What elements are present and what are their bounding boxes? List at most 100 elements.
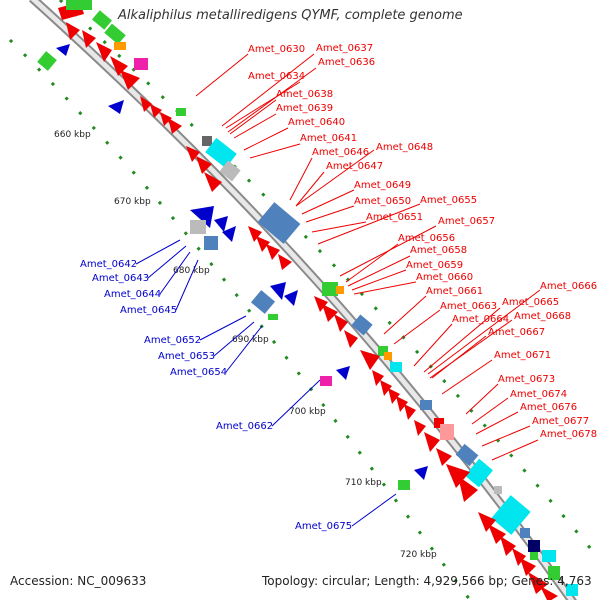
tick-label-680: 680 kbp xyxy=(173,266,210,276)
gene-label-amet-0636: Amet_0636 xyxy=(318,57,375,68)
leader-line xyxy=(147,245,187,279)
gene-label-amet-0659: Amet_0659 xyxy=(406,260,463,271)
leader-line xyxy=(225,81,301,129)
leader-line xyxy=(243,127,289,151)
gene-label-amet-0638: Amet_0638 xyxy=(276,89,333,100)
leader-line xyxy=(175,259,199,311)
gene-arrow xyxy=(110,56,128,76)
leader-line xyxy=(351,493,397,527)
gene-block xyxy=(548,566,560,580)
leader-line xyxy=(351,269,407,291)
gene-arrow xyxy=(56,44,70,56)
gene-block xyxy=(219,160,241,182)
gene-arrow xyxy=(478,512,496,532)
gene-arrow xyxy=(436,448,452,466)
tick-label-720: 720 kbp xyxy=(400,550,437,560)
gene-arrow xyxy=(82,30,96,48)
gene-arrow xyxy=(500,536,516,556)
leader-line xyxy=(345,243,399,283)
gene-arrow xyxy=(414,420,426,436)
gene-arrow xyxy=(424,432,440,452)
gene-label-amet-0646: Amet_0646 xyxy=(312,147,369,158)
gene-label-amet-0648: Amet_0648 xyxy=(376,142,433,153)
gene-block xyxy=(204,236,218,250)
gene-block xyxy=(176,108,186,116)
gene-label-amet-0654: Amet_0654 xyxy=(170,367,227,378)
backbone-inner xyxy=(30,0,575,600)
forward-genes xyxy=(58,0,578,600)
gene-block xyxy=(440,424,454,440)
gene-arrow xyxy=(520,558,536,576)
gene-block xyxy=(322,282,338,296)
leader-line xyxy=(311,221,367,233)
leader-line xyxy=(227,67,317,133)
gene-arrow xyxy=(360,350,380,370)
gene-arrow xyxy=(314,296,328,312)
leader-line xyxy=(225,325,263,373)
gene-arrow xyxy=(256,236,270,252)
gene-arrow xyxy=(120,70,140,90)
gene-arrow xyxy=(278,254,292,270)
topology-text: Topology: circular; Length: 4,929,566 bp… xyxy=(262,574,592,588)
gene-label-amet-0651: Amet_0651 xyxy=(366,212,423,223)
gene-block xyxy=(528,540,540,552)
leader-line xyxy=(221,53,315,127)
gene-arrow xyxy=(108,100,124,114)
gene-block xyxy=(494,486,502,494)
outer-guide xyxy=(58,0,600,561)
gene-label-amet-0662: Amet_0662 xyxy=(216,421,273,432)
reverse-labels: Amet_0642 Amet_0643 Amet_0644 Amet_0645 … xyxy=(80,259,352,532)
gene-label-amet-0652: Amet_0652 xyxy=(144,335,201,346)
gene-block xyxy=(434,418,444,428)
gene-label-amet-0675: Amet_0675 xyxy=(295,521,352,532)
gene-arrow xyxy=(66,22,80,40)
leader-line xyxy=(423,307,501,373)
gene-arrow xyxy=(336,366,350,380)
tick-label-700: 700 kbp xyxy=(289,407,326,417)
backbone xyxy=(28,0,577,600)
gene-arrow xyxy=(388,388,400,404)
map-title: Alkaliphilus metalliredigens QYMF, compl… xyxy=(118,8,463,23)
gene-arrow xyxy=(404,404,416,420)
leader-line xyxy=(491,439,539,461)
gene-label-amet-0655: Amet_0655 xyxy=(420,195,477,206)
gene-arrow xyxy=(284,290,298,306)
gene-label-amet-0640: Amet_0640 xyxy=(288,117,345,128)
leader-line xyxy=(199,315,247,341)
gene-arrow xyxy=(150,104,162,118)
gene-block xyxy=(398,480,410,490)
gene-block xyxy=(530,552,538,560)
gene-arrow xyxy=(248,226,262,242)
leader-line xyxy=(135,239,181,265)
gene-label-amet-0671: Amet_0671 xyxy=(494,350,551,361)
gene-label-amet-0667: Amet_0667 xyxy=(488,327,545,338)
gene-label-amet-0641: Amet_0641 xyxy=(300,133,357,144)
leader-line xyxy=(441,359,493,395)
gene-block xyxy=(455,443,479,467)
gene-label-amet-0634: Amet_0634 xyxy=(248,71,305,82)
gene-label-amet-0645: Amet_0645 xyxy=(120,305,177,316)
gene-label-amet-0663: Amet_0663 xyxy=(440,301,497,312)
leader-line xyxy=(465,383,499,415)
leader-line xyxy=(301,189,355,215)
leader-line xyxy=(383,295,427,335)
gene-label-amet-0653: Amet_0653 xyxy=(158,351,215,362)
gene-arrow xyxy=(540,586,558,600)
gene-label-amet-0639: Amet_0639 xyxy=(276,103,333,114)
leader-line xyxy=(195,53,249,97)
gene-label-amet-0664: Amet_0664 xyxy=(452,314,509,325)
leader-line xyxy=(347,255,411,287)
gene-arrow xyxy=(196,156,212,174)
leader-line xyxy=(305,205,355,223)
gene-block xyxy=(202,136,212,146)
gene-arrow xyxy=(168,118,182,134)
gene-label-amet-0647: Amet_0647 xyxy=(326,161,383,172)
leader-line xyxy=(295,149,375,207)
gene-block xyxy=(465,458,493,488)
gene-label-amet-0657: Amet_0657 xyxy=(438,216,495,227)
gene-label-amet-0644: Amet_0644 xyxy=(104,289,161,300)
inner-guide xyxy=(8,38,472,600)
gene-arrow xyxy=(160,112,172,126)
gene-label-amet-0660: Amet_0660 xyxy=(416,272,473,283)
leader-line xyxy=(431,335,487,379)
